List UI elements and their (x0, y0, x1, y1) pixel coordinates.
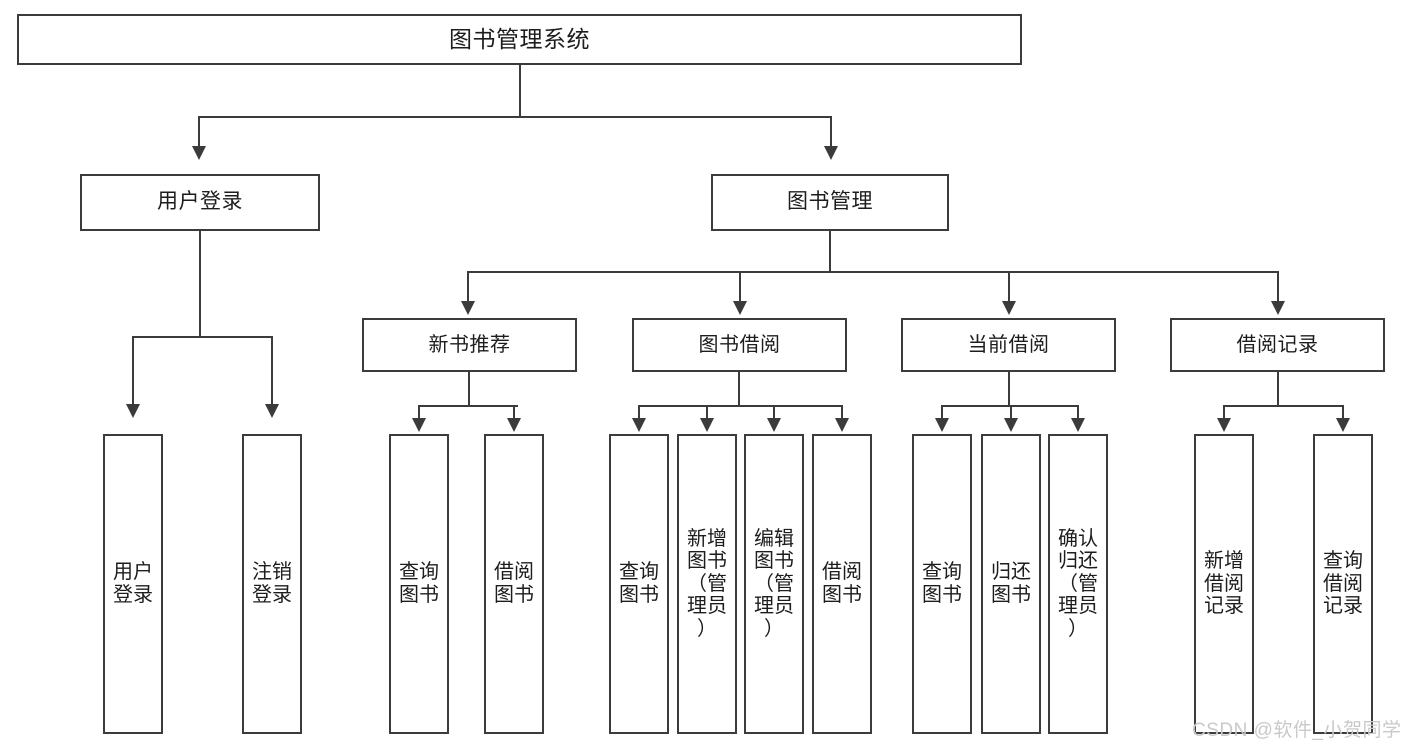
connector-book-borrow-stem (738, 372, 740, 407)
connector-drop-book-manage (830, 116, 832, 150)
arrow-leaf-4 (507, 418, 521, 432)
node-leaf-logout-login[interactable]: 注销 登录 (242, 434, 302, 734)
connector-drop-leaf-2 (271, 336, 273, 407)
node-leaf-add-borrow-record[interactable]: 新增 借阅 记录 (1194, 434, 1254, 734)
node-label: 查询 图书 (619, 561, 659, 606)
node-root-system[interactable]: 图书管理系统 (17, 14, 1022, 65)
node-leaf-edit-book-admin[interactable]: 编辑 图书 （管 理员 ） (744, 434, 804, 734)
connector-drop-borrow-book (739, 271, 741, 304)
node-label: 新增 图书 （管 理员 ） (687, 527, 727, 640)
node-label: 借阅 图书 (494, 561, 534, 606)
connector-current-borrow-bus (941, 405, 1078, 407)
connector-user-login-bus (132, 336, 272, 338)
node-label: 查询 借阅 记录 (1323, 550, 1363, 618)
node-label: 编辑 图书 （管 理员 ） (754, 527, 794, 640)
node-book-manage[interactable]: 图书管理 (711, 174, 949, 231)
arrow-book-manage (824, 146, 838, 160)
node-leaf-query-book-borrow[interactable]: 查询 图书 (609, 434, 669, 734)
connector-new-book-bus (418, 405, 518, 407)
node-label: 查询 图书 (399, 561, 439, 606)
node-leaf-query-book-recommend[interactable]: 查询 图书 (389, 434, 449, 734)
node-label: 用户登录 (157, 190, 243, 214)
arrow-user-login (192, 146, 206, 160)
node-leaf-return-book[interactable]: 归还 图书 (981, 434, 1041, 734)
node-current-borrow[interactable]: 当前借阅 (901, 318, 1116, 372)
node-label: 注销 登录 (252, 561, 292, 606)
node-book-borrow[interactable]: 图书借阅 (632, 318, 847, 372)
connector-drop-leaf-12 (1223, 405, 1225, 421)
node-label: 用户 登录 (113, 561, 153, 606)
connector-drop-borrow-record (1277, 271, 1279, 304)
node-new-book-recommend[interactable]: 新书推荐 (362, 318, 577, 372)
node-label: 借阅记录 (1236, 333, 1319, 356)
connector-user-login-stem (199, 231, 201, 337)
node-borrow-record[interactable]: 借阅记录 (1170, 318, 1385, 372)
arrow-current-borrow (1002, 301, 1016, 315)
arrow-leaf-8 (835, 418, 849, 432)
arrow-leaf-2 (265, 404, 279, 418)
arrow-leaf-6 (700, 418, 714, 432)
node-label: 图书管理 (787, 190, 873, 214)
csdn-watermark: CSDN @软件_小贺同学 (1192, 720, 1402, 741)
connector-drop-leaf-13 (1342, 405, 1344, 421)
connector-drop-leaf-1 (132, 336, 134, 407)
connector-new-book-stem (468, 372, 470, 407)
node-label: 查询 图书 (922, 561, 962, 606)
connector-book-borrow-bus (638, 405, 842, 407)
arrow-leaf-13 (1336, 418, 1350, 432)
node-user-login[interactable]: 用户登录 (80, 174, 320, 231)
connector-drop-current-borrow (1008, 271, 1010, 304)
node-label: 确认 归还 （管 理员 ） (1058, 527, 1098, 640)
connector-drop-leaf-8 (841, 405, 843, 421)
arrow-leaf-10 (1004, 418, 1018, 432)
connector-current-borrow-stem (1008, 372, 1010, 407)
node-leaf-query-borrow-record[interactable]: 查询 借阅 记录 (1313, 434, 1373, 734)
node-leaf-confirm-return-admin[interactable]: 确认 归还 （管 理员 ） (1048, 434, 1108, 734)
node-leaf-user-login[interactable]: 用户 登录 (103, 434, 163, 734)
connector-drop-user-login (198, 116, 200, 150)
node-leaf-borrow-book-recommend[interactable]: 借阅 图书 (484, 434, 544, 734)
arrow-leaf-5 (632, 418, 646, 432)
connector-drop-new-book (467, 271, 469, 304)
node-label: 当前借阅 (967, 333, 1050, 356)
connector-drop-leaf-4 (513, 405, 515, 421)
node-leaf-query-book-current[interactable]: 查询 图书 (912, 434, 972, 734)
connector-drop-leaf-9 (941, 405, 943, 421)
connector-borrow-record-stem (1277, 372, 1279, 407)
arrow-leaf-1 (126, 404, 140, 418)
connector-drop-leaf-7 (773, 405, 775, 421)
node-leaf-borrow-book[interactable]: 借阅 图书 (812, 434, 872, 734)
connector-drop-leaf-11 (1077, 405, 1079, 421)
node-label: 图书借阅 (698, 333, 781, 356)
node-label: 图书管理系统 (449, 26, 590, 53)
node-label: 新书推荐 (428, 333, 511, 356)
node-label: 新增 借阅 记录 (1204, 550, 1244, 618)
arrow-leaf-9 (935, 418, 949, 432)
connector-drop-leaf-6 (706, 405, 708, 421)
arrow-new-book (461, 301, 475, 315)
node-label: 借阅 图书 (822, 561, 862, 606)
arrow-leaf-12 (1217, 418, 1231, 432)
arrow-borrow-record (1271, 301, 1285, 315)
connector-root-stem (519, 65, 521, 117)
node-leaf-add-book-admin[interactable]: 新增 图书 （管 理员 ） (677, 434, 737, 734)
connector-drop-leaf-5 (638, 405, 640, 421)
arrow-leaf-7 (767, 418, 781, 432)
arrow-leaf-11 (1071, 418, 1085, 432)
connector-book-manage-stem (829, 231, 831, 272)
node-label: 归还 图书 (991, 561, 1031, 606)
connector-drop-leaf-10 (1010, 405, 1012, 421)
arrow-borrow-book (733, 301, 747, 315)
connector-borrow-record-bus (1223, 405, 1343, 407)
connector-drop-leaf-3 (418, 405, 420, 421)
connector-level3-bus (467, 271, 1279, 273)
connector-root-bus (198, 116, 832, 118)
arrow-leaf-3 (412, 418, 426, 432)
